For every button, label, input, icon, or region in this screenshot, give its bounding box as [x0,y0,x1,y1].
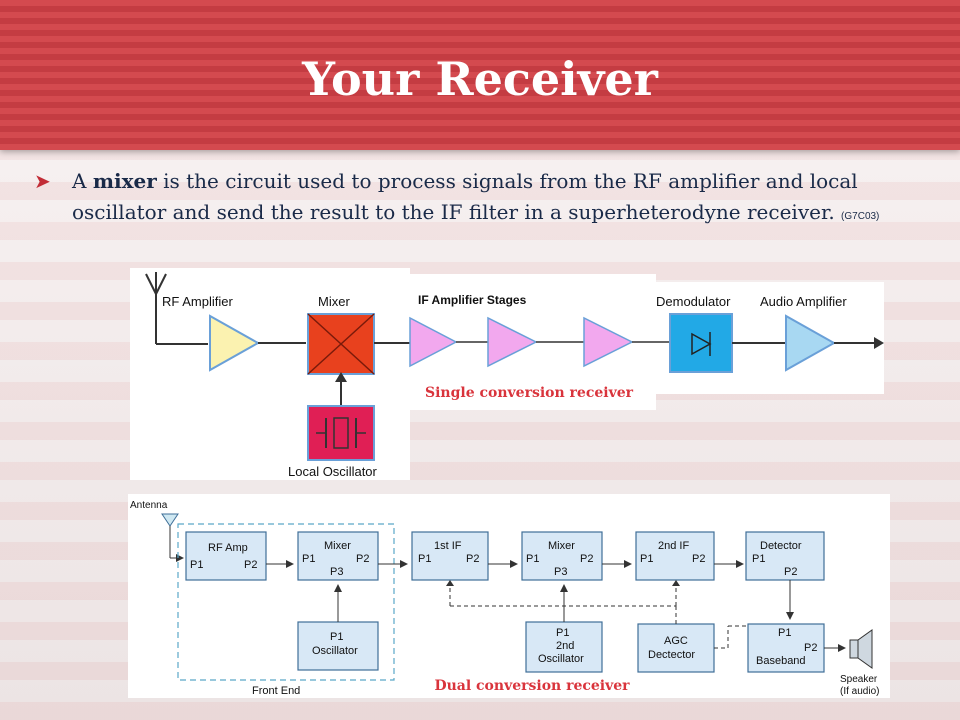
audio-amplifier-label: Audio Amplifier [760,294,847,309]
dual-rf-amp-block: RF Amp P1 P2 [185,531,267,581]
if-amplifier-1 [409,316,458,368]
if-amplifier-3 [583,316,634,368]
svg-text:P2: P2 [580,553,593,565]
svg-text:P2: P2 [804,642,817,654]
svg-text:Mixer: Mixer [548,540,575,552]
svg-text:Oscillator: Oscillator [312,645,358,657]
if-amplifier-2 [487,316,538,368]
svg-text:RF Amp: RF Amp [208,542,248,554]
svg-text:AGC: AGC [664,635,688,647]
if-stages-label: IF Amplifier Stages [418,293,527,307]
dual-conversion-svg: Antenna Front End RF Amp P1 P2 Mixer P1 … [130,500,879,697]
svg-text:P3: P3 [330,566,343,578]
rf-amplifier-label: RF Amplifier [162,294,233,309]
svg-text:Baseband: Baseband [756,655,806,667]
dual-conversion-caption: Dual conversion receiver [412,678,652,694]
single-conversion-svg: RF Amplifier Mixer Local Oscillator IF A… [145,272,884,479]
slide-title: Your Receiver [302,52,658,106]
dual-detector-block: Detector P1 P2 [745,531,825,581]
agc-feedback-lines [449,584,746,649]
local-oscillator-label: Local Oscillator [288,464,378,479]
svg-text:2nd IF: 2nd IF [658,540,689,552]
svg-text:Dectector: Dectector [648,649,695,661]
dual-baseband-block: P1 P2 Baseband [747,623,825,673]
title-banner [0,0,960,150]
rf-amplifier-triangle [209,314,261,372]
svg-text:Detector: Detector [760,540,802,552]
antenna-label: Antenna [130,500,168,511]
dual-oscillator2-block: P1 2nd Oscillator [525,621,603,673]
svg-text:P1: P1 [556,627,569,639]
local-oscillator-block [307,405,375,461]
svg-text:P1: P1 [526,553,539,565]
svg-text:P2: P2 [356,553,369,565]
dual-oscillator1-block: P1 Oscillator [297,621,379,671]
svg-text:P2: P2 [244,559,257,571]
demodulator-label: Demodulator [656,294,731,309]
speaker-sublabel: (If audio) [840,686,879,697]
dual-mixer2-block: Mixer P1 P2 P3 [521,531,603,581]
dual-agc-detector-block: AGC Dectector [637,623,715,673]
bullet-prefix: A [72,169,93,193]
audio-amplifier-triangle [785,314,837,372]
svg-text:P2: P2 [692,553,705,565]
bullet-bold-term: mixer [92,169,157,193]
svg-text:P1: P1 [330,631,343,643]
mixer-block [307,313,375,375]
svg-text:P1: P1 [640,553,653,565]
svg-text:2nd: 2nd [556,640,574,652]
bullet-point: ➤ A mixer is the circuit used to process… [34,166,934,232]
bullet-body: is the circuit used to process signals f… [72,169,858,224]
bullet-arrow-icon: ➤ [34,169,51,193]
demodulator-block [669,313,733,373]
single-conversion-caption: Single conversion receiver [406,385,652,401]
question-reference: (G7C03) [841,211,880,222]
svg-text:P2: P2 [466,553,479,565]
dual-second-if-block: 2nd IF P1 P2 [635,531,715,581]
svg-text:P1: P1 [190,559,203,571]
svg-text:P1: P1 [418,553,431,565]
svg-text:P1: P1 [302,553,315,565]
front-end-label: Front End [252,685,300,697]
svg-text:1st IF: 1st IF [434,540,462,552]
svg-text:Oscillator: Oscillator [538,653,584,665]
svg-text:P3: P3 [554,566,567,578]
dual-antenna-icon [161,513,184,562]
svg-text:P1: P1 [752,553,765,565]
svg-text:P2: P2 [784,566,797,578]
speaker-icon [849,629,873,669]
svg-text:P1: P1 [778,627,791,639]
dual-first-if-block: 1st IF P1 P2 [411,531,489,581]
bullet-text: A mixer is the circuit used to process s… [72,166,934,232]
speaker-label: Speaker [840,674,878,685]
mixer-label: Mixer [318,294,350,309]
antenna-icon [145,272,167,344]
dual-mixer1-block: Mixer P1 P2 P3 [297,531,379,581]
front-end-boundary [177,523,395,681]
svg-text:Mixer: Mixer [324,540,351,552]
